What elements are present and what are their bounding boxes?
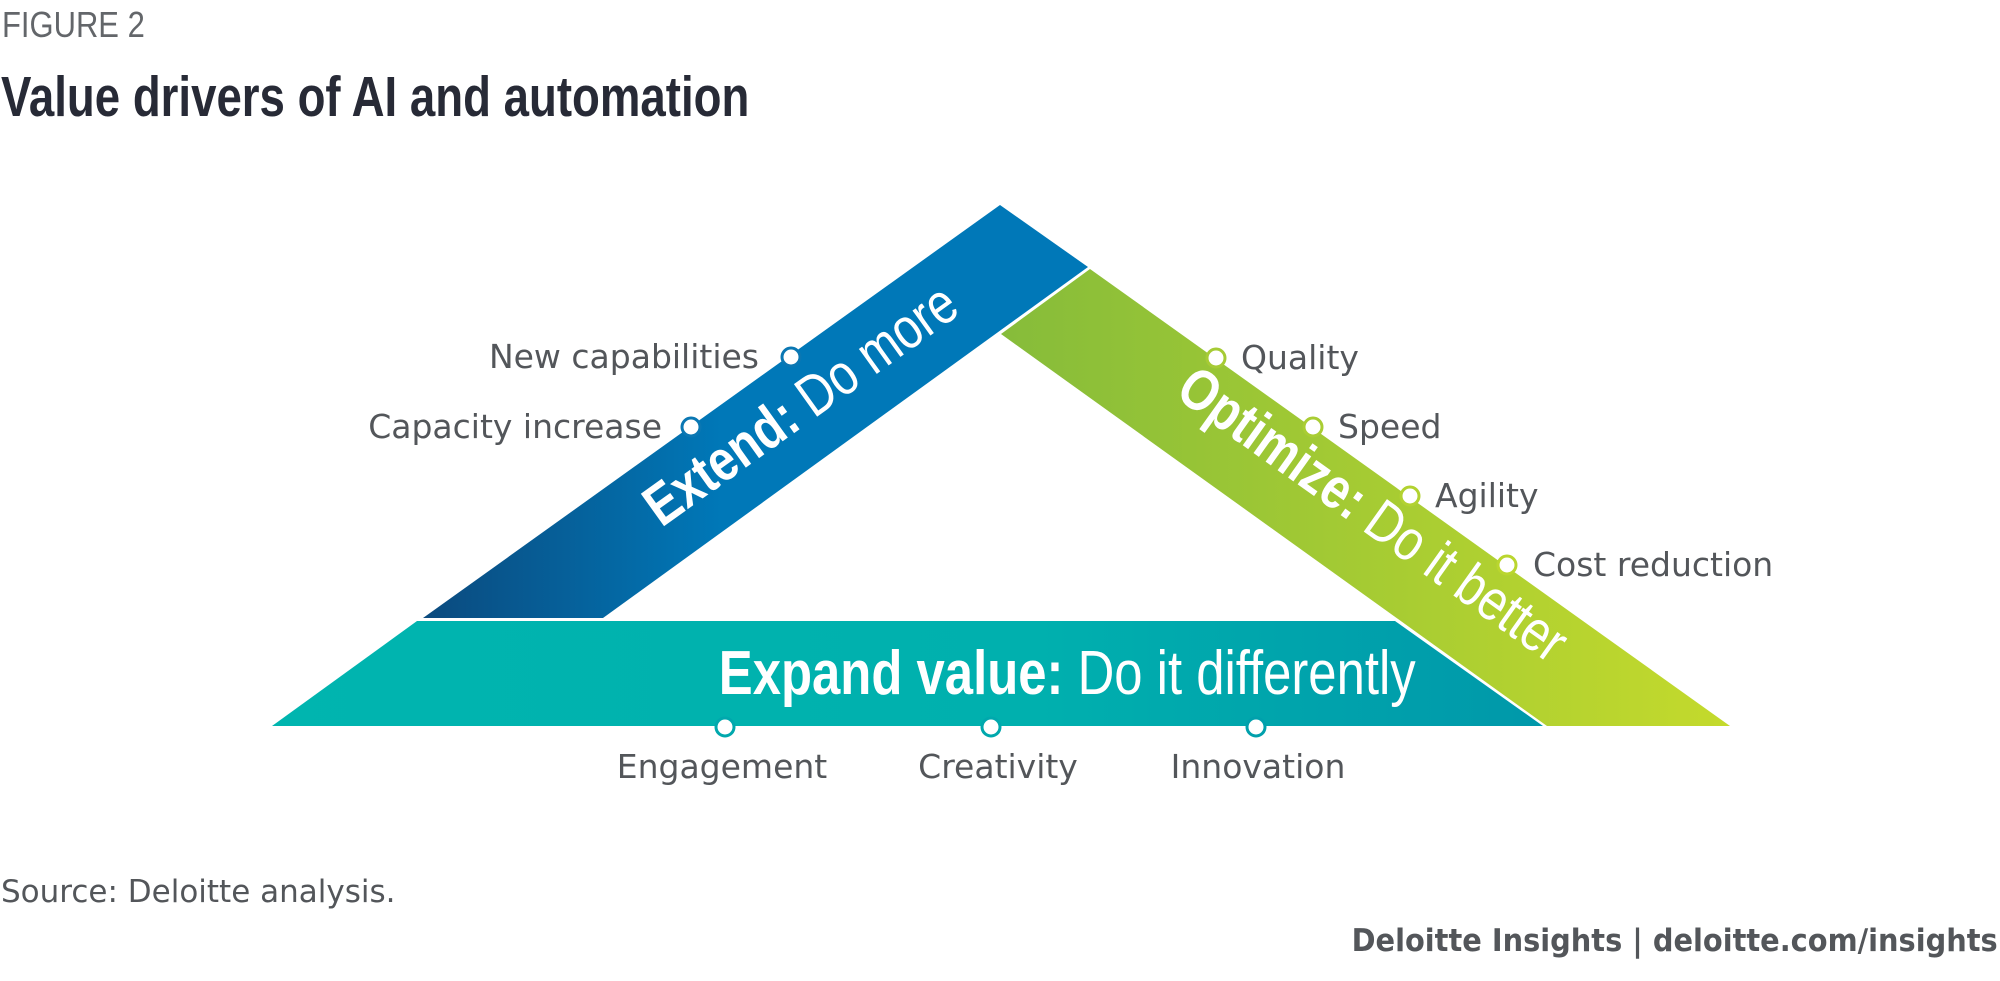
optimize-driver: Cost reduction	[1496, 545, 1773, 584]
source-note: Source: Deloitte analysis.	[1, 874, 396, 910]
extend-band	[423, 205, 1088, 618]
driver-label: Cost reduction	[1533, 545, 1773, 584]
driver-marker	[780, 346, 802, 368]
optimize-driver: Agility	[1399, 476, 1539, 515]
driver-marker	[980, 716, 1002, 738]
credit-line: Deloitte Insights | deloitte.com/insight…	[1351, 923, 1998, 959]
optimize-driver: Quality	[1205, 338, 1359, 377]
driver-marker	[1205, 347, 1227, 369]
driver-marker	[680, 416, 702, 438]
driver-label: Engagement	[617, 747, 828, 786]
optimize-driver: Speed	[1302, 407, 1441, 446]
figure-label: FIGURE 2	[2, 4, 145, 45]
expand-band-title: Expand value: Do it differently	[638, 637, 1464, 709]
driver-marker	[714, 716, 736, 738]
expand-light: Do it differently	[1063, 639, 1416, 708]
expand-bold: Expand value:	[719, 639, 1064, 708]
extend-driver: New capabilities	[489, 337, 802, 376]
driver-marker	[1302, 416, 1324, 438]
optimize-band	[1001, 269, 1730, 726]
driver-label: New capabilities	[489, 337, 759, 376]
driver-label: Innovation	[1171, 747, 1346, 786]
extend-driver: Capacity increase	[368, 407, 702, 446]
expand-band	[272, 621, 1543, 726]
driver-label: Agility	[1435, 476, 1539, 515]
driver-label: Capacity increase	[368, 407, 662, 446]
figure-title: Value drivers of AI and automation	[1, 65, 750, 129]
driver-label: Creativity	[918, 747, 1078, 786]
driver-marker	[1496, 554, 1518, 576]
driver-label: Speed	[1338, 407, 1441, 446]
driver-label: Quality	[1241, 338, 1359, 377]
driver-marker	[1245, 716, 1267, 738]
expand-driver: Engagement	[617, 716, 828, 786]
expand-driver: Innovation	[1171, 716, 1346, 786]
expand-driver: Creativity	[918, 716, 1078, 786]
driver-marker	[1399, 485, 1421, 507]
